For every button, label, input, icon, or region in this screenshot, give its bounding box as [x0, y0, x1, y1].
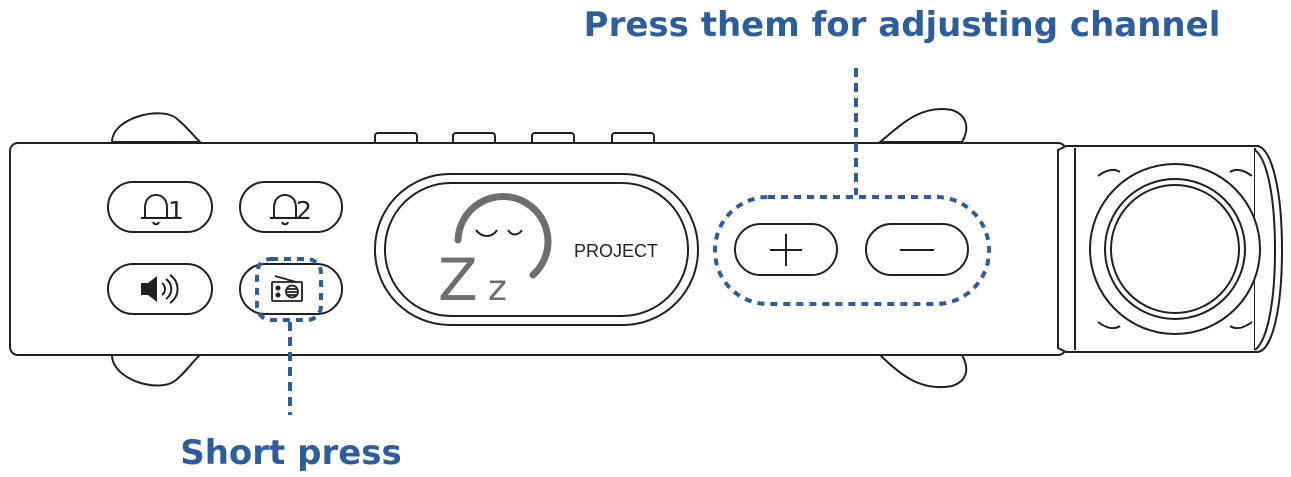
brand-label: PROJECT: [574, 241, 658, 261]
channel-highlight: [713, 195, 991, 306]
bell-icon: [141, 193, 171, 226]
foot-bottom-right: [877, 354, 968, 389]
bell-icon: [270, 193, 300, 226]
alarm1-button[interactable]: 1: [107, 181, 213, 233]
volume-button[interactable]: [107, 263, 213, 315]
display-panel: Z z PROJECT: [374, 173, 699, 326]
sleep-logo: Z z: [438, 193, 552, 314]
foot-top-left: [110, 112, 203, 143]
channel-minus-button[interactable]: [865, 223, 969, 276]
alarm2-number: 2: [296, 196, 312, 225]
device-feet: [110, 108, 968, 389]
foot-top-right: [877, 108, 968, 143]
radio-button[interactable]: [239, 263, 343, 315]
logo-letter-big: Z: [438, 246, 478, 314]
projector-head: [1057, 145, 1284, 353]
logo-letter-small: z: [488, 268, 507, 309]
alarm1-number: 1: [168, 196, 184, 225]
callout-top: Press them for adjusting channel: [584, 5, 1221, 45]
foot-bottom-left: [110, 354, 203, 387]
speaker-icon: [141, 274, 179, 304]
radio-highlight: [255, 257, 323, 322]
radio-icon: [271, 275, 303, 302]
channel-plus-button[interactable]: [734, 223, 838, 276]
callout-bottom: Short press: [180, 433, 402, 473]
plus-icon: [770, 234, 802, 266]
alarm2-button[interactable]: 2: [239, 181, 343, 233]
